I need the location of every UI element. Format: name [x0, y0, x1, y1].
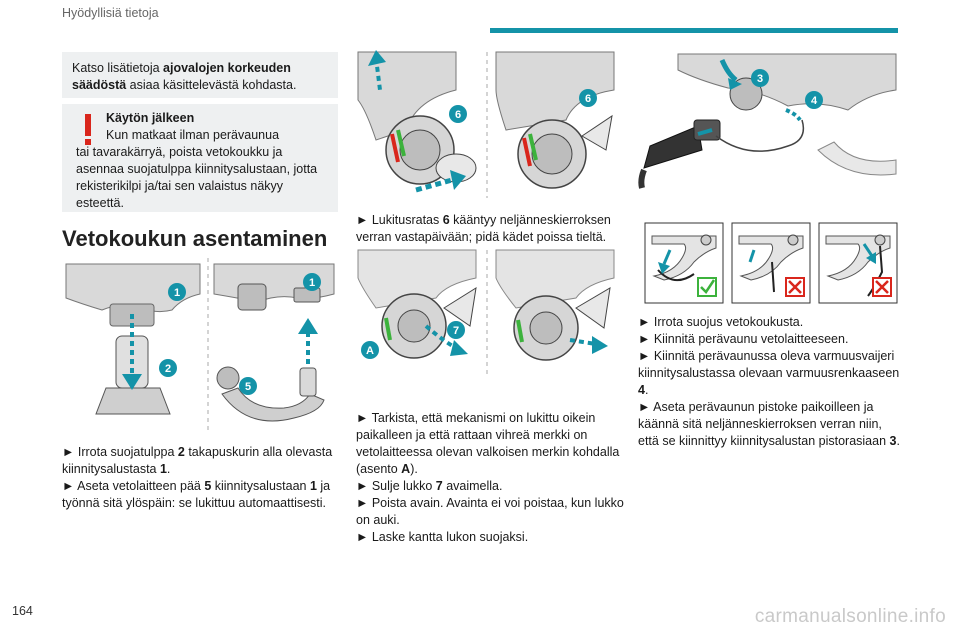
- header-accent-bar: [490, 28, 898, 33]
- warning-line1: Kun matkaat ilman perävaunua: [106, 128, 280, 142]
- panel-wrong-2: [818, 222, 898, 304]
- figure-trailer-connection: 3 4: [638, 53, 897, 189]
- col2-instructions: ► Tarkista, että mekanismi on lukittu oi…: [356, 411, 624, 544]
- col3-instructions: ► Irrota suojus vetokoukusta. ► Kiinnitä…: [638, 315, 900, 448]
- running-header: Hyödyllisiä tietoja: [62, 6, 159, 20]
- info-note: Katso lisätietoja ajovalojen korkeuden s…: [62, 52, 338, 98]
- figure-remove-plug-insert-hook: 1 2 1 5: [65, 258, 335, 432]
- panel-correct: [644, 222, 724, 304]
- warning-body: tai tavarakärryä, poista vetokoukku ja a…: [76, 145, 318, 210]
- badge-4: 4: [811, 95, 818, 107]
- figure-lock-mechanism: 7 A: [357, 249, 615, 374]
- col2-instruction-1: ► Lukitusratas 6 kääntyy neljänneskierro…: [356, 213, 611, 244]
- badge-6b: 6: [585, 93, 591, 105]
- panel-wrong-1: [731, 222, 811, 304]
- badge-1: 1: [174, 287, 180, 299]
- col1-step: ► Aseta vetolaitteen pää 5 kiinnitysalus…: [62, 479, 331, 510]
- warning-box: Käytön jälkeen Kun matkaat ilman perävau…: [62, 104, 338, 212]
- col1-instructions: ► Irrota suojatulppa 2 takapuskurin alla…: [62, 444, 344, 512]
- figure-safety-cable-options: [644, 222, 898, 304]
- note-text: Katso lisätietoja: [72, 61, 164, 75]
- warning-exclamation-icon: [85, 114, 91, 145]
- note-link-text: ajovalojen korkeuden säädöstä: [72, 61, 291, 92]
- warning-title: Käytön jälkeen: [106, 111, 195, 125]
- figure-locking-wheel: 6 6: [357, 50, 615, 198]
- note-text-end: asiaa käsittelevästä kohdasta.: [126, 78, 297, 92]
- section-title: Vetokoukun asentaminen: [62, 226, 328, 251]
- badge-7: 7: [453, 325, 459, 337]
- badge-2: 2: [165, 363, 171, 375]
- badge-5: 5: [245, 381, 251, 393]
- watermark: carmanualsonline.info: [754, 606, 946, 627]
- page-number: 164: [12, 604, 33, 618]
- badge-3: 3: [757, 73, 763, 85]
- badge-6: 6: [455, 109, 461, 121]
- col1-step: ► Irrota suojatulppa 2 takapuskurin alla…: [62, 445, 333, 476]
- badge-1b: 1: [309, 277, 315, 289]
- badge-A: A: [366, 345, 374, 357]
